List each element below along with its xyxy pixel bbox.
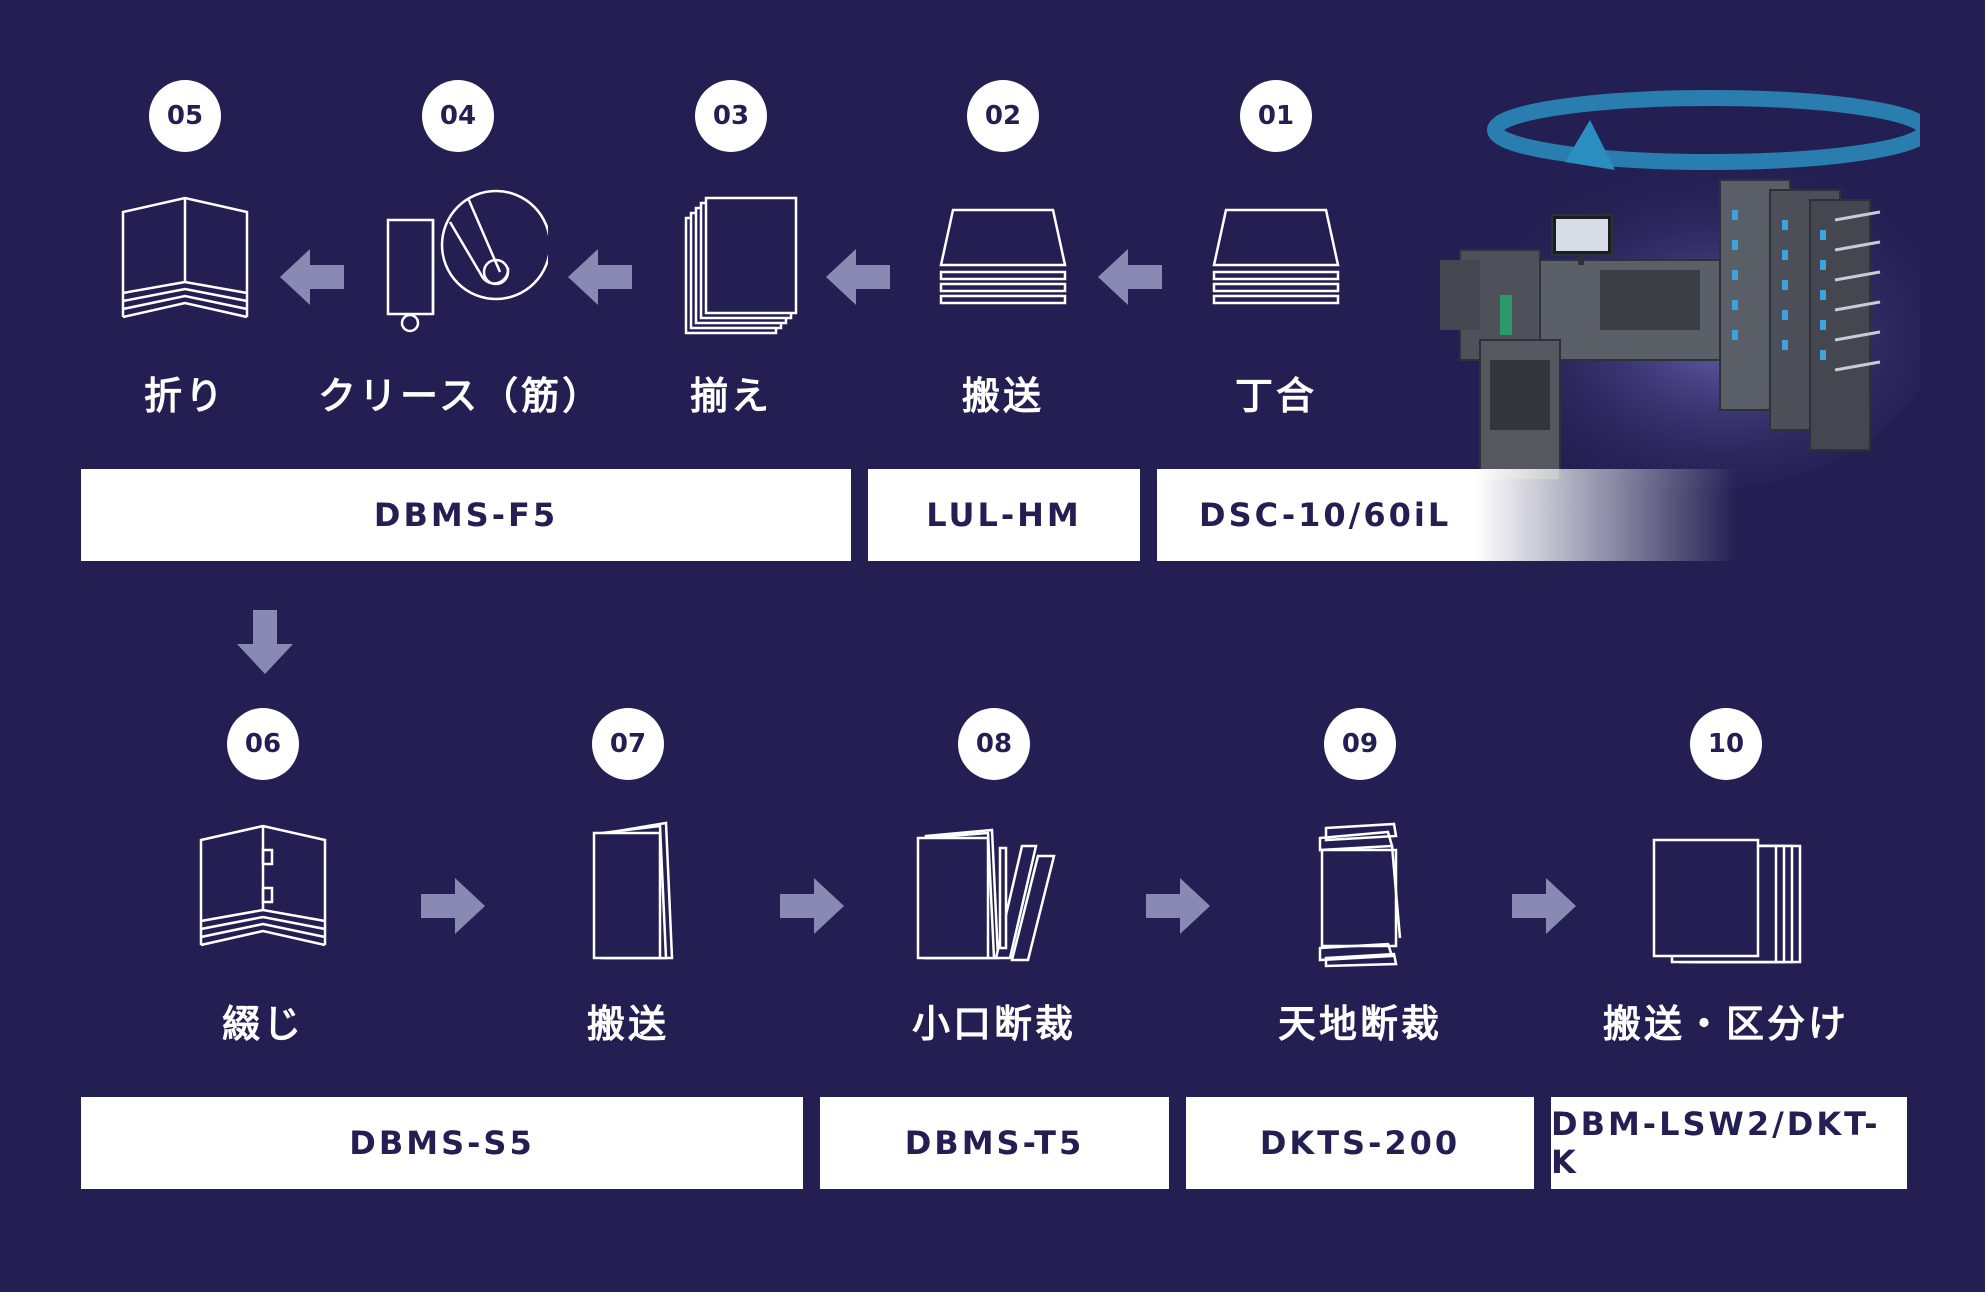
booklet-icon — [592, 821, 674, 960]
step-label: 折り — [143, 374, 226, 418]
step-label: 揃え — [689, 374, 772, 418]
step-02: 02 搬送 — [903, 80, 1103, 460]
machine-bar-dbms-s5: DBMS-S5 — [81, 1097, 803, 1189]
machine-name: DBMS-F5 — [373, 496, 559, 534]
jogged-sheets-icon — [684, 196, 798, 335]
step-number-badge: 06 — [227, 708, 299, 780]
step-09: 09 天地断裁 — [1260, 708, 1460, 1088]
sorted-stack-icon — [1652, 838, 1802, 964]
arrow-right-icon — [780, 878, 844, 934]
step-06: 06 綴じ — [163, 708, 363, 1088]
step-label: 綴じ — [221, 1002, 304, 1046]
machine-bar-dbms-t5: DBMS-T5 — [820, 1097, 1169, 1189]
arrow-left-icon — [1098, 249, 1162, 305]
step-08: 08 小口断裁 — [894, 708, 1094, 1088]
stitched-book-icon — [199, 824, 327, 947]
machine-bar-dbms-f5: DBMS-F5 — [81, 469, 851, 561]
single-stack-icon — [1212, 208, 1340, 305]
step-03: 03 揃え — [631, 80, 831, 460]
head-foot-trim-icon — [1318, 822, 1402, 968]
arrow-left-icon — [826, 249, 890, 305]
machine-name: DBMS-T5 — [904, 1124, 1085, 1162]
step-label: 搬送 — [961, 374, 1044, 418]
crease-roller-icon — [386, 189, 548, 333]
step-01: 01 丁合 — [1176, 80, 1376, 460]
step-number-badge: 03 — [695, 80, 767, 152]
step-10: 10 搬送・区分け — [1603, 708, 1846, 1088]
arrow-left-icon — [568, 249, 632, 305]
step-number-badge: 04 — [422, 80, 494, 152]
step-number-badge: 10 — [1690, 708, 1762, 780]
machine-name: LUL-HM — [926, 496, 1082, 534]
rotation-ring-icon — [1487, 90, 1920, 170]
arrow-right-icon — [421, 878, 485, 934]
arrow-right-icon — [1146, 878, 1210, 934]
step-04: 04 クリース（筋） — [318, 80, 600, 460]
step-label: 搬送 — [586, 1002, 669, 1046]
machine-name: DBM-LSW2/DKT-K — [1551, 1105, 1881, 1181]
conveyed-stack-icon — [939, 208, 1067, 305]
step-label: 小口断裁 — [911, 1002, 1076, 1046]
step-number-badge: 02 — [967, 80, 1039, 152]
step-label: 搬送・区分け — [1602, 1002, 1849, 1046]
step-07: 07 搬送 — [528, 708, 728, 1088]
arrow-left-icon — [280, 249, 344, 305]
arrow-right-icon — [1512, 878, 1576, 934]
step-number-badge: 05 — [149, 80, 221, 152]
step-number-badge: 08 — [958, 708, 1030, 780]
step-number-badge: 01 — [1240, 80, 1312, 152]
machine-bar-dkts-200: DKTS-200 — [1186, 1097, 1534, 1189]
machine-name: DBMS-S5 — [349, 1124, 535, 1162]
step-05: 05 折り — [85, 80, 285, 460]
step-label: クリース（筋） — [318, 374, 604, 418]
collator-bookletmaker-machine — [1440, 90, 1920, 490]
face-trim-icon — [916, 828, 1056, 962]
step-label: 天地断裁 — [1277, 1002, 1442, 1046]
step-number-badge: 09 — [1324, 708, 1396, 780]
machine-bar-dbm-lsw2: DBM-LSW2/DKT-K — [1551, 1097, 1907, 1189]
machine-bar-dsc: DSC-10/60iL — [1157, 469, 1737, 561]
step-number-badge: 07 — [592, 708, 664, 780]
machine-name: DSC-10/60iL — [1199, 496, 1452, 534]
machine-bar-lul-hm: LUL-HM — [868, 469, 1140, 561]
folded-book-icon — [121, 196, 249, 319]
step-label: 丁合 — [1234, 374, 1317, 418]
machine-name: DKTS-200 — [1259, 1124, 1461, 1162]
arrow-down-icon — [237, 610, 293, 674]
